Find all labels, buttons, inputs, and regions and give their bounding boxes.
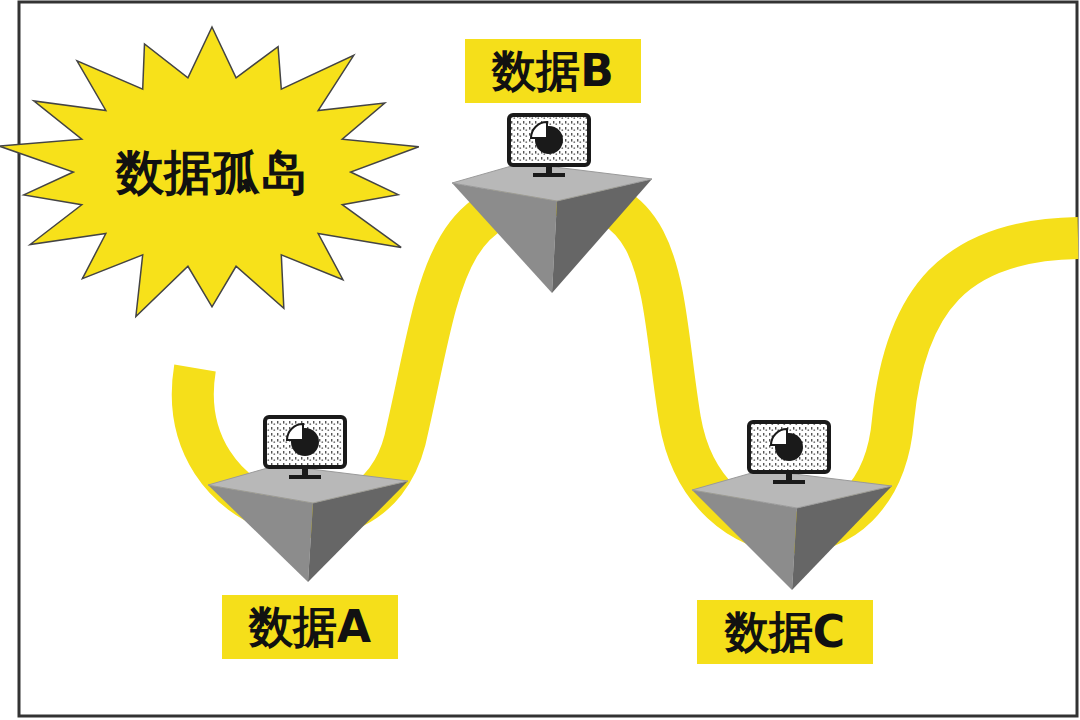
monitor-icon bbox=[265, 417, 345, 479]
label-box: 数据C bbox=[697, 600, 873, 664]
monitor-base bbox=[773, 480, 805, 484]
pyramid-top bbox=[452, 163, 652, 201]
starburst-outline bbox=[0, 27, 419, 316]
monitor-neck bbox=[546, 165, 552, 174]
monitor-base bbox=[533, 173, 565, 177]
monitor-screen bbox=[265, 417, 345, 467]
node-text: 数据C bbox=[725, 608, 845, 656]
label-box: 数据A bbox=[222, 595, 398, 659]
monitor-neck bbox=[786, 472, 792, 481]
monitor-base bbox=[289, 475, 321, 479]
pie-slice bbox=[287, 424, 303, 440]
monitor-screen bbox=[509, 115, 589, 165]
pyramid-top bbox=[692, 470, 892, 508]
pie-slice bbox=[531, 122, 547, 138]
data-pyramid bbox=[452, 115, 652, 293]
node-text: 数据A bbox=[249, 603, 371, 651]
node-text: 数据B bbox=[492, 47, 614, 95]
monitor-screen bbox=[749, 422, 829, 472]
monitor-icon bbox=[749, 422, 829, 484]
pie-slice bbox=[771, 429, 787, 445]
node-text: 数据孤岛 bbox=[116, 146, 308, 199]
monitor-icon bbox=[509, 115, 589, 177]
monitor-neck bbox=[302, 467, 308, 476]
data-pyramid bbox=[692, 422, 892, 590]
starburst-callout: 数据孤岛 bbox=[2, 27, 422, 317]
data-pyramid bbox=[208, 417, 408, 582]
pyramid-face bbox=[452, 183, 557, 293]
label-box: 数据B bbox=[465, 39, 641, 103]
pyramid-top bbox=[208, 465, 408, 503]
yellow-wave bbox=[193, 195, 1078, 533]
